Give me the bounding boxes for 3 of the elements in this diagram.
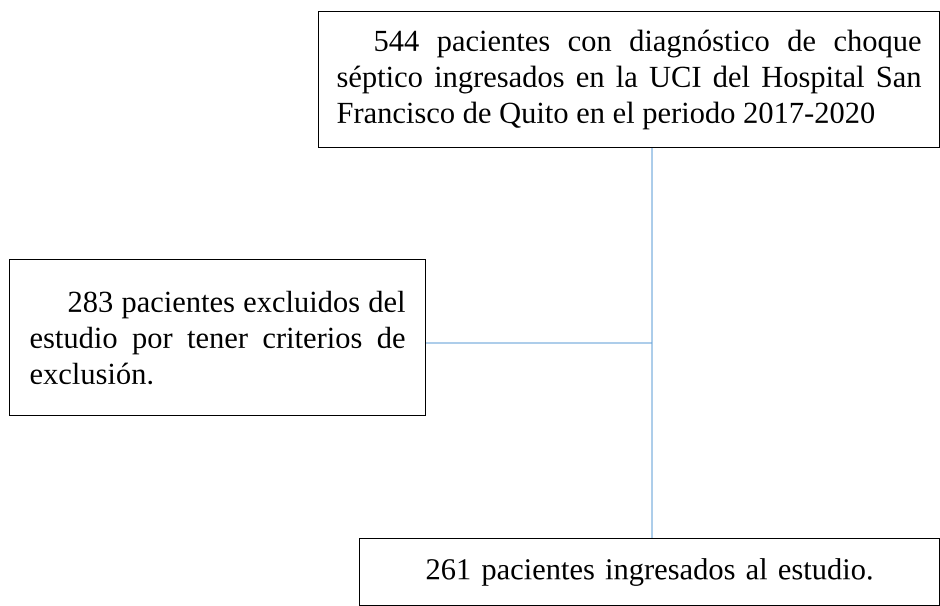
process-box: 283 pacientes excluidos del estudio por tener criterios de exclusión. xyxy=(9,259,426,416)
process-box: 544 pacientes con diagnóstico de choque séptico ingresados en la UCI del Hospital San Francisco de Quito en el periodo 2017-2020 xyxy=(318,11,940,148)
process-box: 261 pacientes ingresados al estudio. xyxy=(359,538,940,606)
